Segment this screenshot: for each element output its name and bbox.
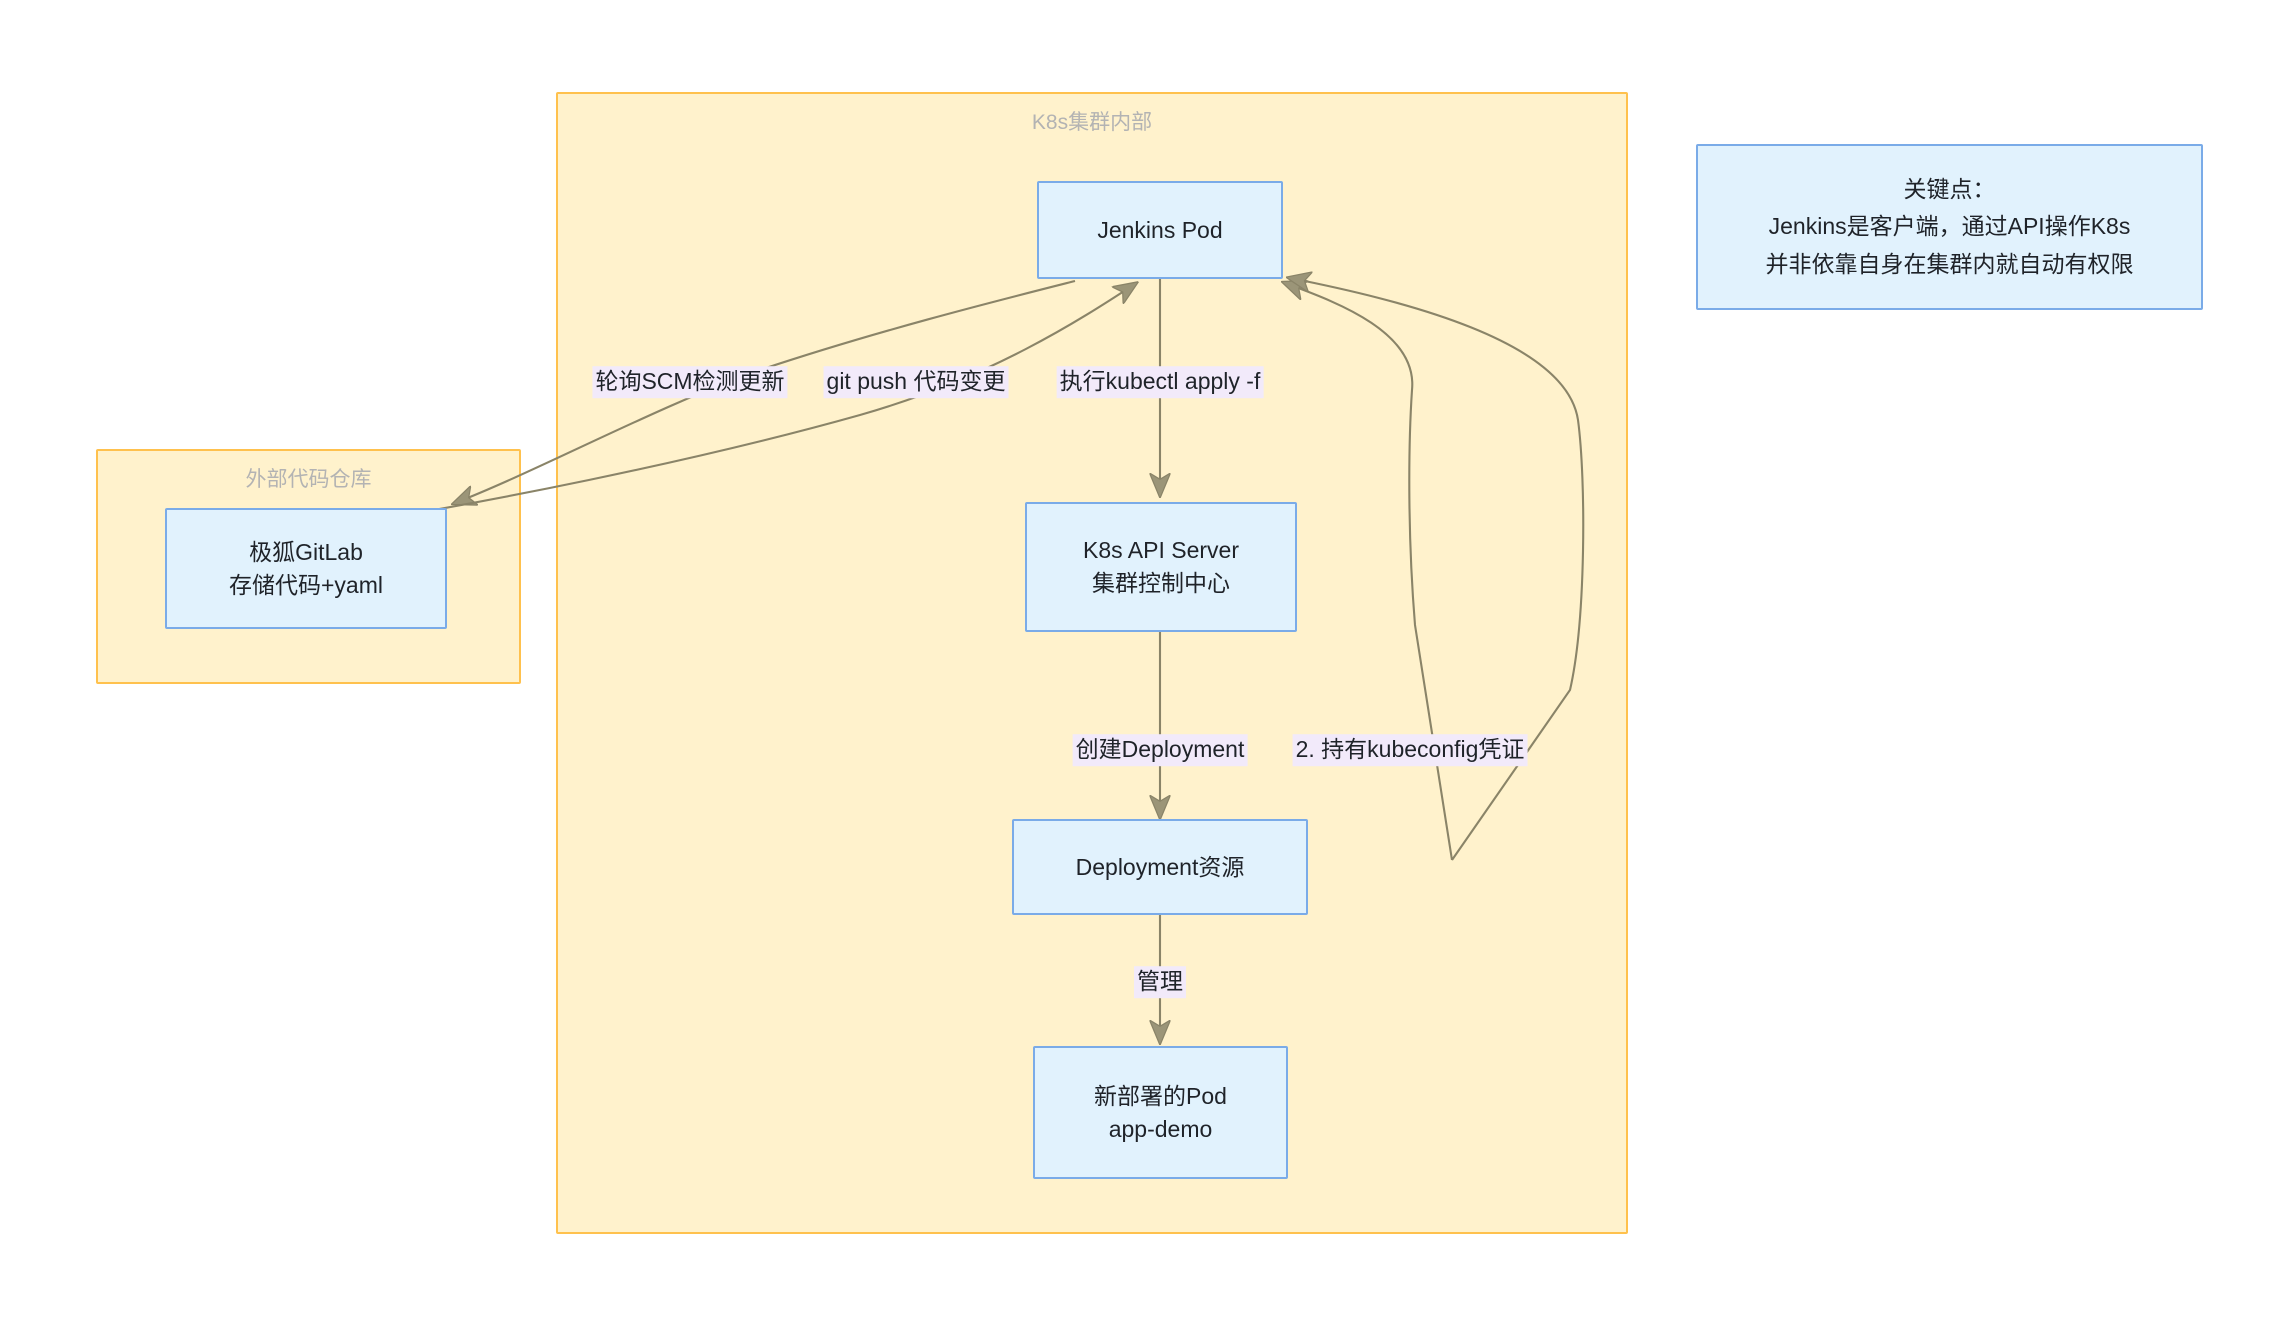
edge-label-git-push: git push 代码变更	[823, 366, 1009, 398]
node-deployment-resource-line1: Deployment资源	[1075, 853, 1245, 880]
node-new-pod-line2: app-demo	[1108, 1115, 1213, 1142]
note-key-points-line3: 并非依靠自身在集群内就自动有权限	[1765, 250, 2134, 277]
node-gitlab-line2: 存储代码+yaml	[229, 571, 383, 598]
node-new-pod[interactable]: 新部署的Pod app-demo	[1033, 1046, 1288, 1179]
note-key-points-line1: 关键点：	[1903, 176, 1996, 203]
edge-label-kubectl-apply: 执行kubectl apply -f	[1056, 366, 1264, 398]
edge-label-kubeconfig: 2. 持有kubeconfig凭证	[1292, 734, 1528, 766]
cluster-external-repo-title: 外部代码仓库	[245, 468, 372, 491]
node-k8s-api-server-line1: K8s API Server	[1083, 537, 1239, 564]
edge-label-create-deployment: 创建Deployment	[1072, 734, 1248, 766]
node-gitlab[interactable]: 极狐GitLab 存储代码+yaml	[165, 508, 447, 629]
node-jenkins-pod-line1: Jenkins Pod	[1097, 216, 1223, 243]
note-key-points-line2: Jenkins是客户端，通过API操作K8s	[1768, 213, 2131, 240]
edge-label-manage: 管理	[1134, 966, 1186, 998]
node-gitlab-line1: 极狐GitLab	[249, 538, 363, 565]
node-k8s-api-server[interactable]: K8s API Server 集群控制中心	[1025, 502, 1297, 632]
node-deployment-resource[interactable]: Deployment资源	[1012, 819, 1308, 915]
node-new-pod-line1: 新部署的Pod	[1094, 1082, 1227, 1109]
note-key-points: 关键点： Jenkins是客户端，通过API操作K8s 并非依靠自身在集群内就自…	[1696, 144, 2203, 310]
node-k8s-api-server-line2: 集群控制中心	[1092, 570, 1230, 596]
cluster-k8s-internal-title: K8s集群内部	[1031, 111, 1153, 134]
node-jenkins-pod[interactable]: Jenkins Pod	[1037, 181, 1283, 279]
edge-label-poll-scm: 轮询SCM检测更新	[592, 366, 788, 398]
